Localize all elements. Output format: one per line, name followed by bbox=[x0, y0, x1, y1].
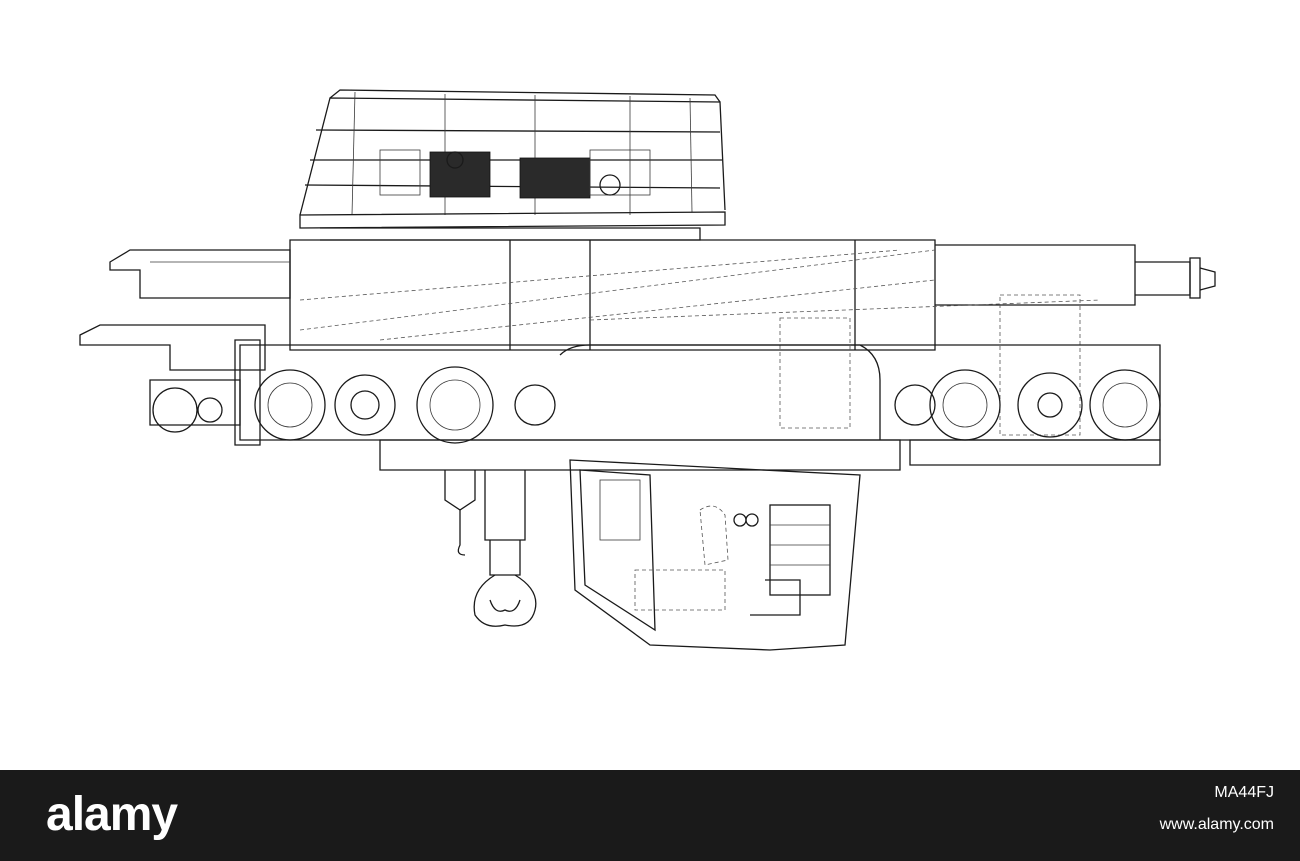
alamy-logo[interactable]: alamy bbox=[46, 788, 178, 841]
watermark-footer: alamy MA44FJ www.alamy.com bbox=[0, 770, 1300, 861]
site-url-label[interactable]: www.alamy.com bbox=[1159, 816, 1274, 833]
left-boom-arms bbox=[79, 249, 291, 371]
image-id-label: MA44FJ bbox=[1214, 784, 1274, 801]
main-body bbox=[289, 239, 1216, 436]
wheels bbox=[152, 366, 1161, 444]
top-platform-railing bbox=[299, 89, 726, 241]
crane-wireframe-illustration bbox=[79, 89, 1216, 651]
winch-machinery bbox=[379, 149, 651, 199]
crane-hooks bbox=[444, 470, 537, 627]
lower-chassis bbox=[149, 339, 1161, 471]
drawing-canvas bbox=[79, 89, 1216, 651]
operator-cab bbox=[569, 459, 861, 651]
